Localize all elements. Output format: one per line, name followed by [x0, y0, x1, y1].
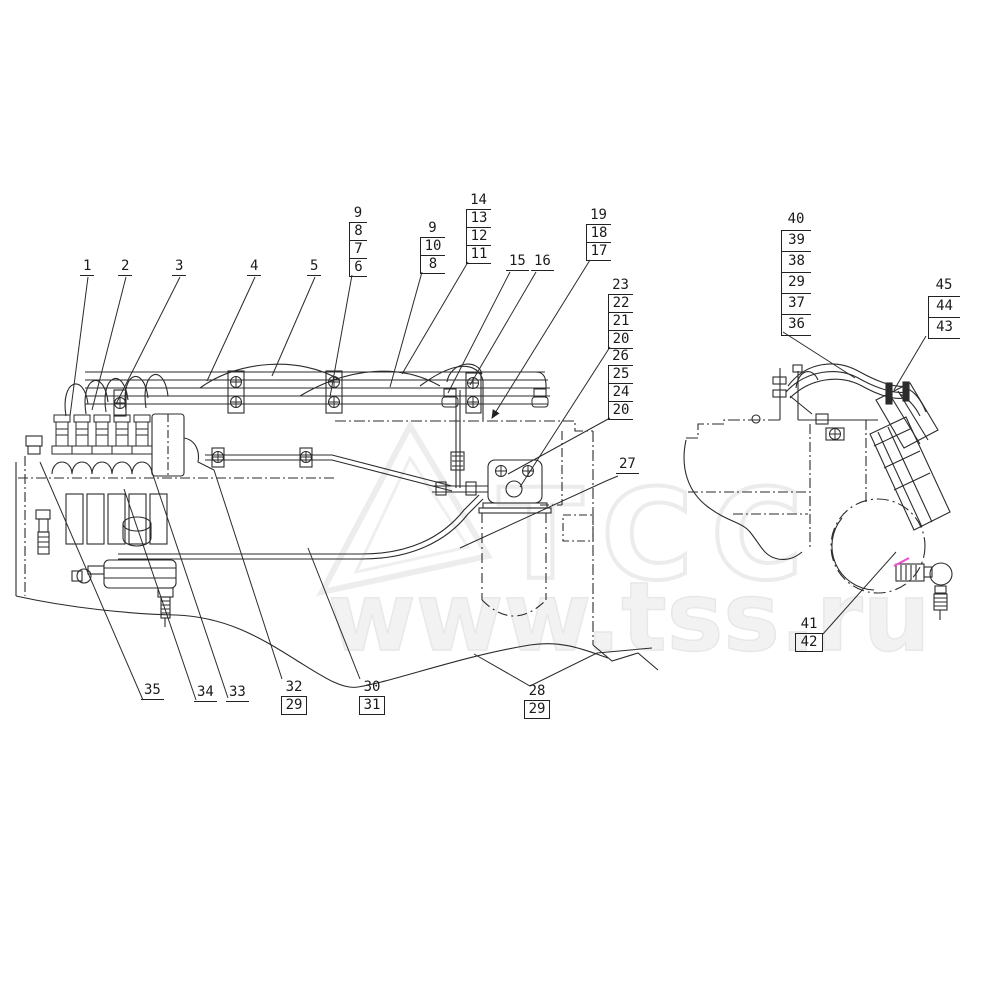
watermark-logo-triangle: [316, 419, 493, 597]
callout-4: 4: [247, 258, 262, 276]
callout-15: 15: [506, 253, 529, 271]
callout-3: 3: [172, 258, 187, 276]
pipe-clamp: [465, 372, 482, 414]
callout-27: 27: [616, 456, 639, 474]
engine-front-view: [683, 363, 953, 620]
pipe-clamp: [325, 370, 343, 414]
injection-pump: [869, 382, 951, 531]
left-fitting: [35, 509, 51, 555]
fuel-filter: [432, 459, 552, 617]
fuel-transfer-pump: [71, 559, 177, 627]
pipe-clamp: [227, 370, 245, 414]
callout-1: 1: [80, 258, 95, 276]
banjo-fitting: [895, 562, 953, 620]
highlight-mark: [893, 557, 910, 567]
engine-side-view: [15, 363, 659, 688]
callout-35: 35: [141, 682, 164, 700]
callout-33: 33: [226, 684, 249, 702]
callout-34: 34: [194, 684, 217, 702]
callout-16: 16: [531, 253, 554, 271]
leader-lines: [39, 259, 927, 701]
callout-2: 2: [118, 258, 133, 276]
callout-5: 5: [307, 258, 322, 276]
